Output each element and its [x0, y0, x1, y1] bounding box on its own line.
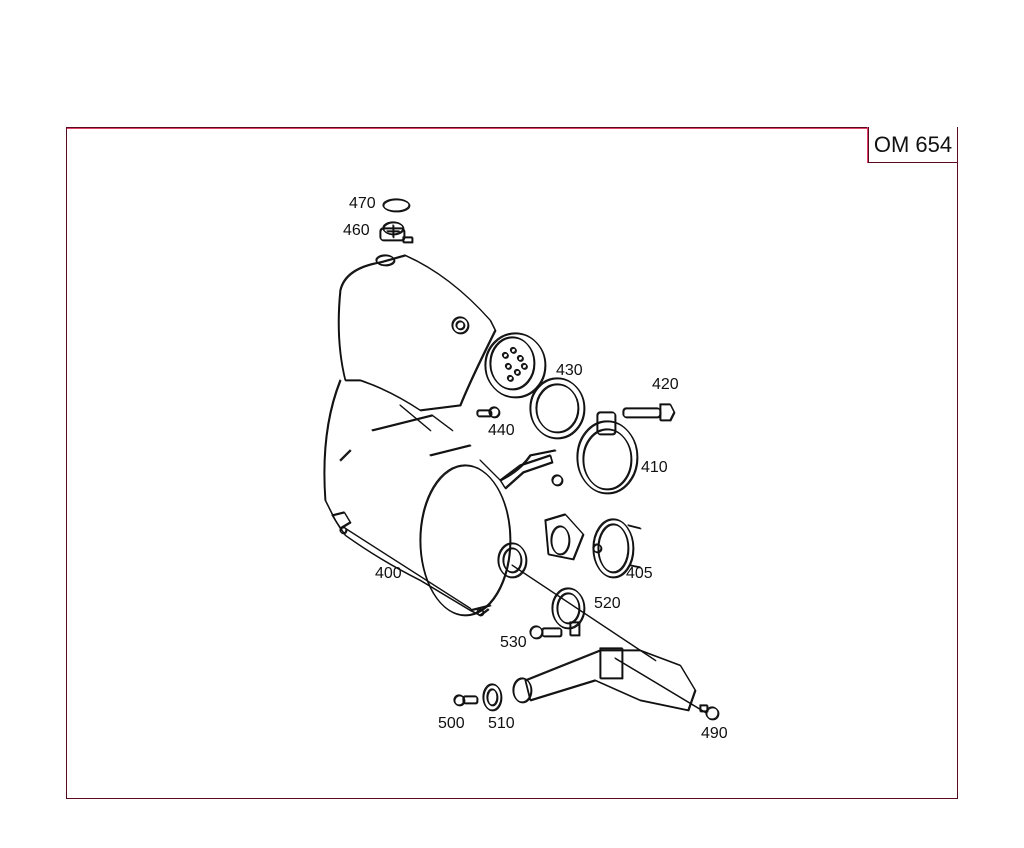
part-label-440[interactable]: 440	[488, 422, 515, 439]
part-label-420[interactable]: 420	[652, 376, 679, 393]
exhaust-pipe	[512, 647, 706, 713]
part-label-530[interactable]: 530	[500, 634, 527, 651]
part-520-clamp	[551, 587, 585, 636]
part-490-bolt	[699, 704, 719, 720]
sensor-pipe	[499, 454, 553, 489]
part-label-405[interactable]: 405	[626, 565, 653, 582]
part-470-oring	[382, 198, 410, 212]
part-label-470[interactable]: 470	[349, 195, 376, 212]
part-label-410[interactable]: 410	[641, 459, 668, 476]
diagram-frame	[66, 127, 958, 799]
part-420-bolt	[622, 403, 675, 421]
engine-code-badge: OM 654	[868, 127, 957, 163]
part-label-520[interactable]: 520	[594, 595, 621, 612]
part-label-490[interactable]: 490	[701, 725, 728, 742]
part-410-clamp	[576, 411, 638, 494]
part-500-bolt	[453, 694, 478, 706]
part-460-sensor	[379, 221, 413, 243]
part-530-bolt	[529, 625, 562, 639]
part-label-510[interactable]: 510	[488, 715, 515, 732]
part-440-bolt	[476, 406, 500, 418]
part-430-gasket	[529, 377, 585, 439]
part-label-460[interactable]: 460	[343, 222, 370, 239]
part-400-dpf	[323, 254, 556, 616]
part-405-flange-gasket	[592, 518, 641, 578]
part-label-400[interactable]: 400	[375, 565, 402, 582]
part-label-500[interactable]: 500	[438, 715, 465, 732]
part-510-gasket	[482, 683, 502, 711]
part-label-430[interactable]: 430	[556, 362, 583, 379]
